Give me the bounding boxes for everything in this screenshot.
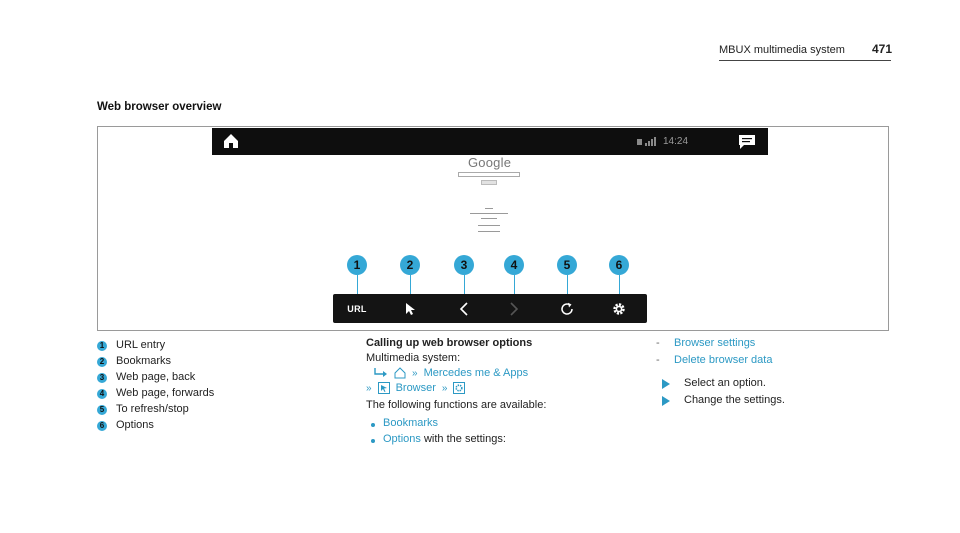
bullet-dot	[371, 423, 375, 427]
callout-5: 5	[557, 255, 577, 275]
bullet-suffix: with the settings:	[420, 433, 506, 445]
nav-path-row-2: » Browser »	[366, 382, 466, 394]
preview-text-line	[470, 213, 508, 214]
preview-text-line	[478, 231, 500, 232]
callout-1: 1	[347, 255, 367, 275]
step-arrow-icon	[662, 396, 670, 406]
bookmark-cursor-icon	[406, 303, 415, 315]
google-page-preview: Google	[458, 155, 520, 245]
message-icon	[739, 135, 755, 149]
preview-text-line	[481, 218, 497, 219]
manual-section-title: MBUX multimedia system	[719, 44, 845, 56]
callout-3: 3	[454, 255, 474, 275]
callout-line-3	[464, 275, 465, 305]
callout-2: 2	[400, 255, 420, 275]
home-icon	[394, 367, 406, 379]
chevron-right-icon: »	[366, 382, 372, 394]
status-time: 14:24	[663, 135, 689, 147]
callout-6: 6	[609, 255, 629, 275]
bullet-item: Bookmarks	[383, 417, 438, 429]
functions-intro: The following functions are available:	[366, 399, 547, 411]
page-number: 471	[872, 42, 893, 56]
callout-line-1	[357, 275, 358, 305]
gear-icon	[453, 382, 466, 394]
preview-text-line	[485, 208, 493, 209]
url-label: URL	[347, 304, 367, 314]
calling-options-heading: Calling up web browser options	[366, 337, 533, 349]
chevron-right-icon	[510, 302, 519, 316]
browser-screenshot-figure: 14:24 Google 1 2 3 4 5 6 URL	[97, 126, 889, 331]
refresh-button[interactable]	[557, 299, 577, 319]
google-logo: Google	[468, 155, 512, 170]
header-divider	[719, 60, 891, 61]
browser-toolbar: URL	[333, 294, 647, 323]
callout-line-4	[514, 275, 515, 305]
callout-line-2	[410, 275, 411, 305]
nav-browser[interactable]: Browser	[395, 382, 436, 394]
search-field-preview	[458, 172, 520, 177]
bullet-item: Options with the settings:	[383, 433, 506, 445]
signal-icon	[637, 137, 656, 146]
chevron-left-icon	[459, 302, 468, 316]
callout-line-5	[567, 275, 568, 305]
enter-arrow-icon	[374, 368, 387, 377]
forward-button[interactable]	[504, 299, 524, 319]
callout-4: 4	[504, 255, 524, 275]
delete-browser-data-link[interactable]: Delete browser data	[674, 354, 773, 366]
browser-icon	[377, 382, 390, 394]
status-area: 14:24	[637, 135, 688, 147]
home-icon	[224, 134, 238, 148]
nav-path-row-1: » Mercedes me & Apps	[374, 367, 528, 379]
browser-settings-link[interactable]: Browser settings	[674, 337, 756, 349]
bullet-dot	[371, 439, 375, 443]
dash-marker: -	[656, 354, 660, 366]
refresh-icon	[561, 302, 573, 315]
bookmarks-button[interactable]	[400, 299, 420, 319]
step-arrow-icon	[662, 379, 670, 389]
bookmarks-link[interactable]: Bookmarks	[383, 417, 439, 429]
dash-marker: -	[656, 337, 660, 349]
screen-status-bar: 14:24	[212, 128, 768, 155]
system-label: Multimedia system:	[366, 352, 461, 364]
step-text: Change the settings.	[684, 394, 785, 406]
back-button[interactable]	[454, 299, 474, 319]
section-heading: Web browser overview	[97, 101, 222, 113]
chevron-right-icon: »	[441, 382, 448, 394]
nav-mercedes-me-apps[interactable]: Mercedes me & Apps	[423, 367, 529, 379]
gear-icon	[613, 303, 625, 315]
options-button[interactable]	[609, 299, 629, 319]
search-button-preview	[481, 180, 497, 185]
callout-line-6	[619, 275, 620, 305]
step-text: Select an option.	[684, 377, 766, 389]
url-button[interactable]: URL	[347, 299, 367, 319]
chevron-right-icon: »	[412, 367, 418, 379]
options-link[interactable]: Options	[383, 433, 421, 445]
preview-text-line	[478, 225, 500, 226]
